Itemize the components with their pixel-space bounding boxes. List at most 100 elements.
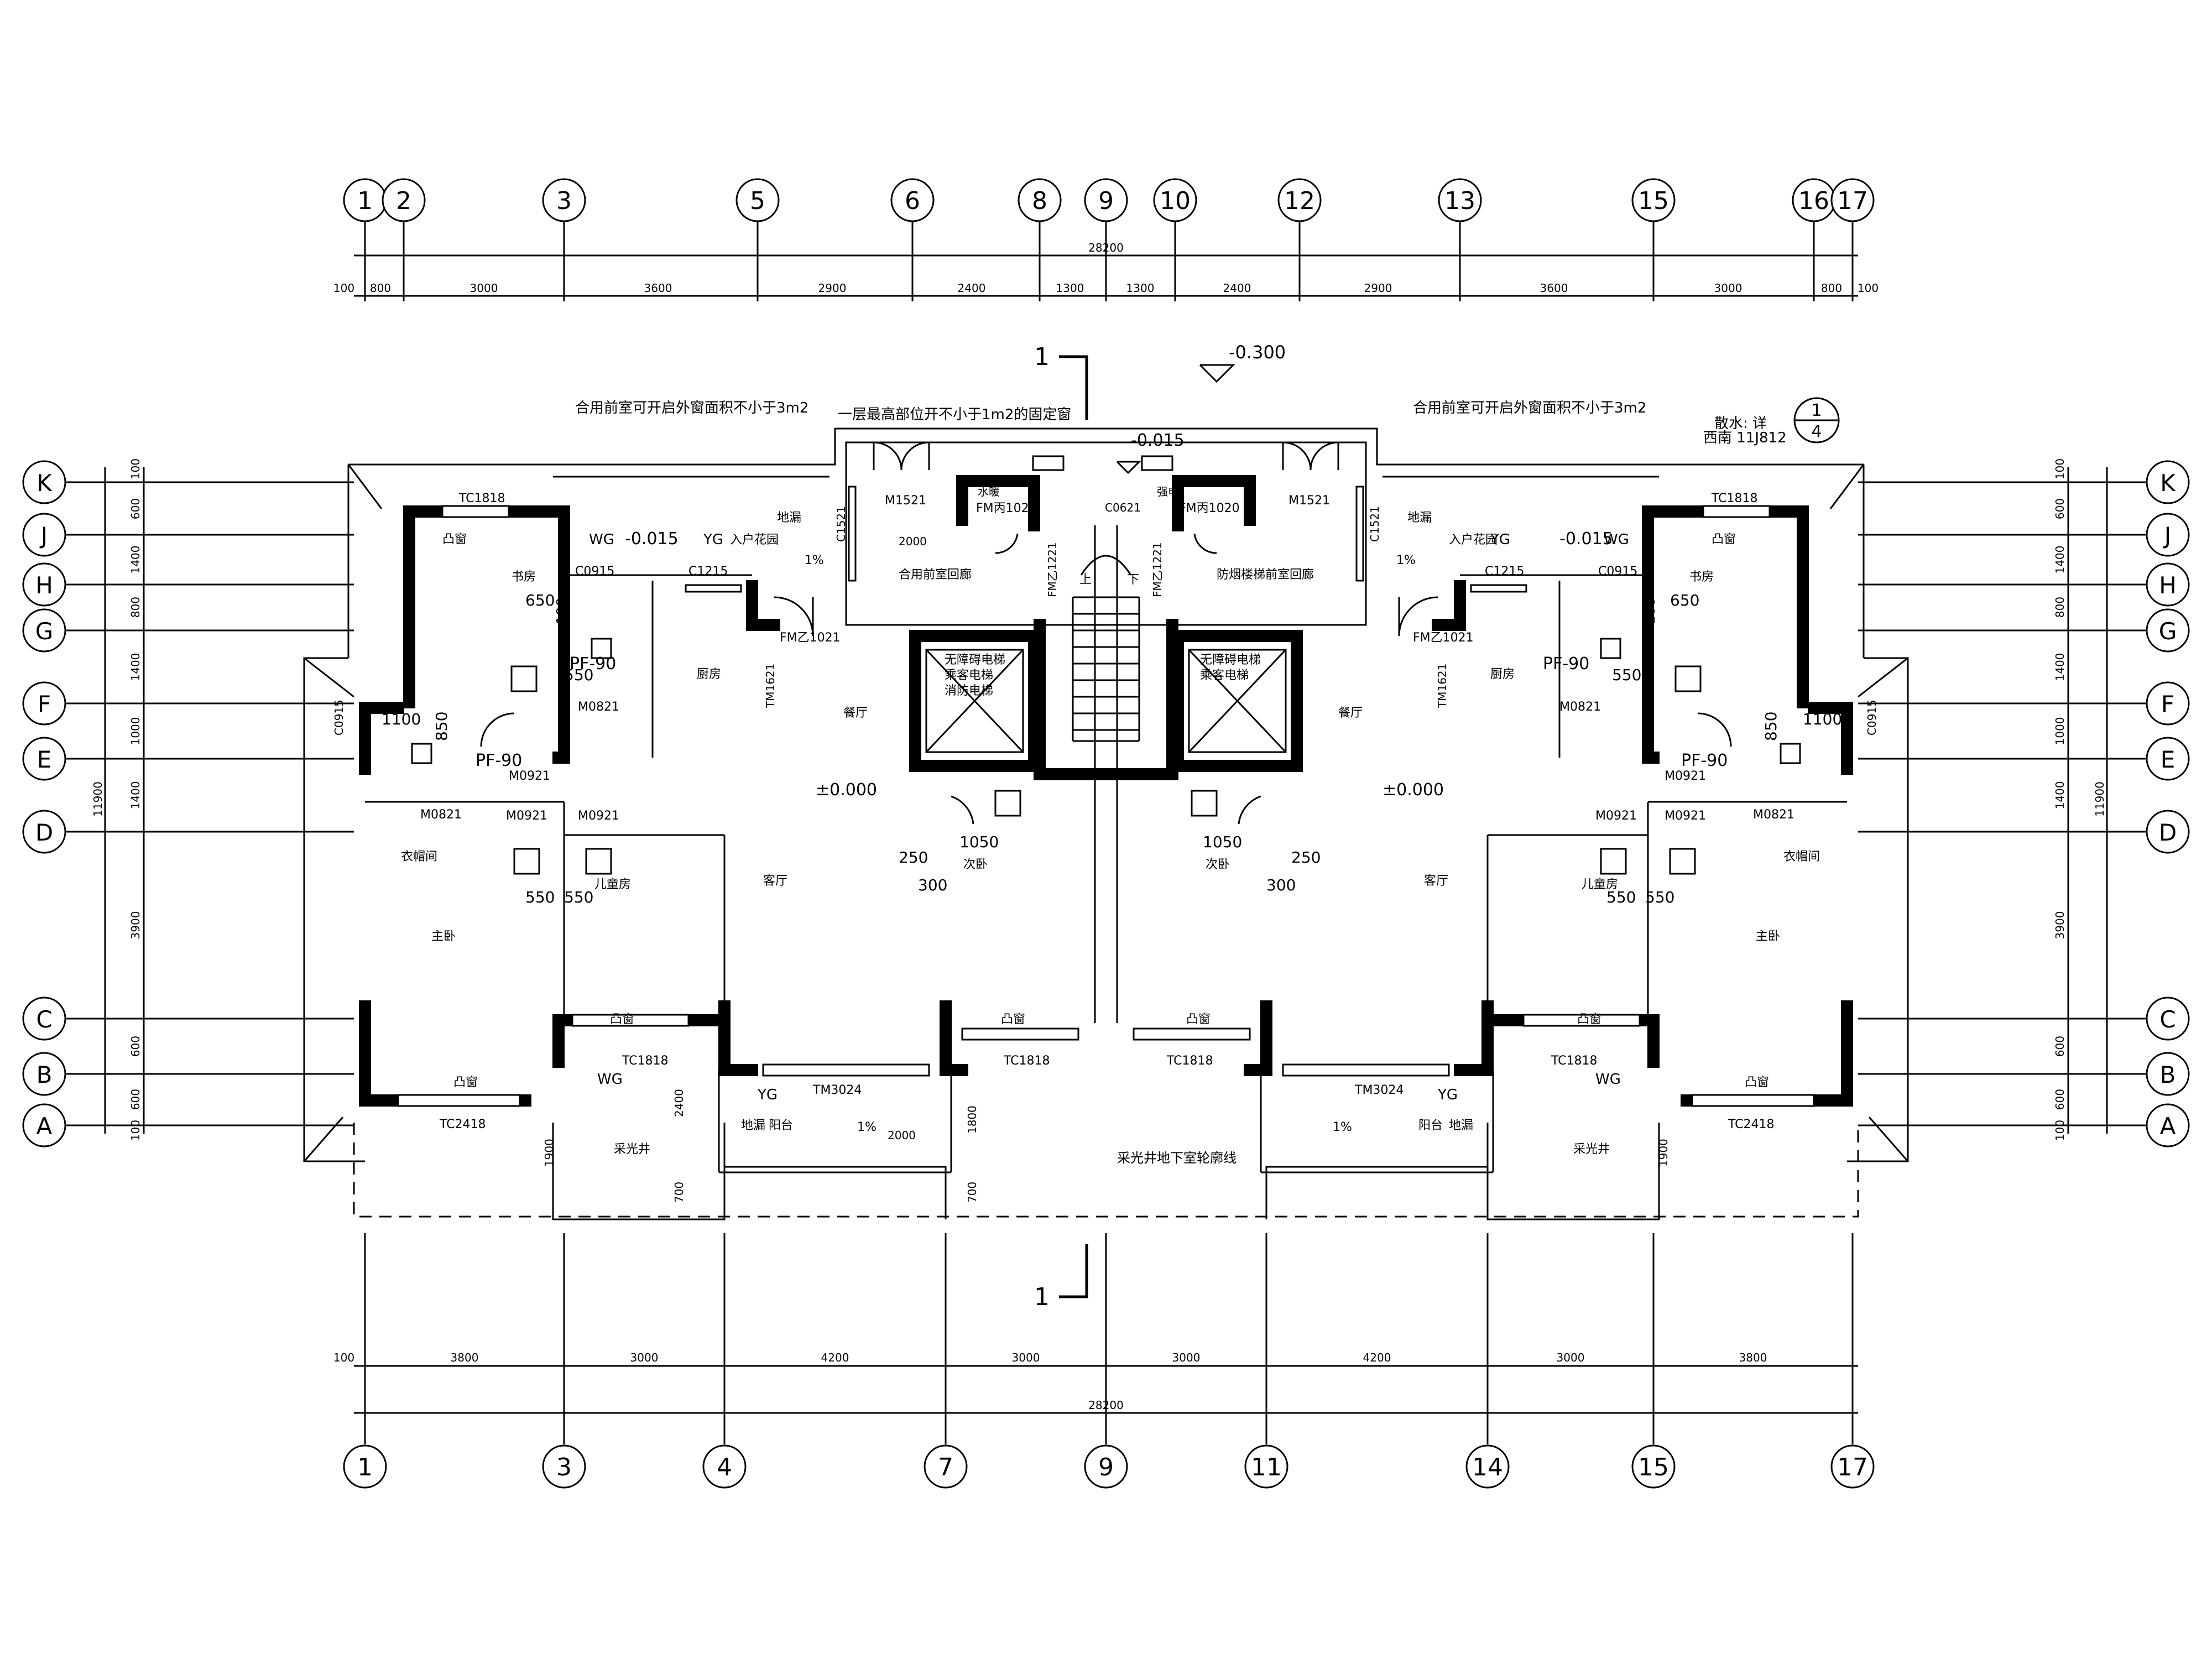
room-kitchen: 厨房 <box>697 667 721 681</box>
dim-value: 100 <box>129 1120 142 1141</box>
vent-box <box>411 743 432 764</box>
axis-bubble-left: K <box>22 460 66 504</box>
tag-m0821: M0821 <box>1753 808 1794 822</box>
axis-label: 5 <box>750 187 765 215</box>
bay-window-label: 凸窗 <box>1001 1013 1025 1026</box>
room-dining: 餐厅 <box>843 706 868 720</box>
left-axis-bubbles: K J H G F E D C B A <box>22 460 66 1147</box>
tag-wg: WG <box>589 531 614 548</box>
axis-label: 8 <box>1032 187 1047 215</box>
axis-label: 3 <box>556 187 572 215</box>
axis-label: G <box>35 618 54 645</box>
bay-window-label: 凸窗 <box>1712 533 1736 546</box>
dim-value: 3800 <box>1739 1351 1767 1364</box>
dim-value: 2900 <box>818 281 847 295</box>
elevator-label-right: 无障碍电梯 <box>1200 653 1261 667</box>
level-zero-right: ±0.000 <box>1383 780 1444 800</box>
dim-value: 100 <box>2053 1120 2067 1141</box>
ac-unit <box>1674 665 1702 692</box>
bay-window-label: 凸窗 <box>610 1013 634 1026</box>
axis-label: 2 <box>396 187 411 215</box>
axis-label: A <box>36 1113 53 1140</box>
axis-label: G <box>2159 618 2177 645</box>
note-outline: 采光井地下室轮廓线 <box>1117 1150 1237 1166</box>
axis-bubble-bottom: 3 <box>542 1444 586 1489</box>
level-stair: -0.015 <box>1131 431 1185 450</box>
dim-value: 1400 <box>2053 546 2067 574</box>
axis-bubble-right: B <box>2146 1052 2190 1096</box>
tag-tc1818: TC1818 <box>622 1054 669 1068</box>
note-ref-a: 散水: 详 <box>1714 415 1767 432</box>
tag-c0915-side: C0915 <box>332 700 346 735</box>
tag-m1521: M1521 <box>885 494 926 508</box>
room-drain: 地漏 <box>1407 511 1432 525</box>
room-power: 强电 <box>1157 485 1179 498</box>
axis-bubble-top: 3 <box>542 178 586 222</box>
ac-unit <box>1600 848 1627 875</box>
tag-m0821: M0821 <box>420 808 462 822</box>
axis-label: A <box>2160 1113 2176 1140</box>
tag-c1215: C1215 <box>1485 565 1524 578</box>
dim-value: 2400 <box>958 281 986 295</box>
tag-tc1818: TC1818 <box>458 492 505 505</box>
axis-bubble-right: H <box>2146 562 2190 607</box>
axis-label: E <box>2161 746 2176 773</box>
dim-value: 1400 <box>2053 781 2067 810</box>
room-garden: 入户花园 <box>730 533 779 547</box>
axis-label: 13 <box>1444 187 1475 215</box>
dim-value: 800 <box>370 281 391 295</box>
axis-bubble-right: F <box>2146 681 2190 726</box>
note-vent-left: 合用前室可开启外窗面积不小于3m2 <box>575 400 808 416</box>
dim-1100: 1100 <box>1803 710 1842 728</box>
axis-bubble-top: 16 <box>1792 178 1836 222</box>
tag-slope: 1% <box>857 1120 877 1134</box>
tag-m0821: M0821 <box>1559 700 1601 714</box>
ac-unit <box>994 790 1021 817</box>
dim-value: 100 <box>129 458 142 479</box>
axis-label: H <box>2159 572 2177 599</box>
axis-bubble-right: K <box>2146 460 2190 504</box>
dim-value: 3000 <box>630 1351 659 1364</box>
dim-550: 550 <box>1645 888 1674 906</box>
dim-550: 550 <box>564 888 593 906</box>
room-study: 书房 <box>1689 570 1714 584</box>
tag-yg: YG <box>1490 531 1510 548</box>
tag-m0921: M0921 <box>1665 809 1706 823</box>
tag-m0921: M0921 <box>509 769 550 783</box>
dim-300: 300 <box>918 876 947 894</box>
ac-unit <box>585 848 612 875</box>
bay-window-label: 凸窗 <box>1745 1076 1769 1089</box>
axis-label: 9 <box>1098 1453 1114 1481</box>
level-zero-left: ±0.000 <box>816 780 877 800</box>
room-master: 主卧 <box>1756 930 1780 943</box>
tag-c0621: C0621 <box>1105 501 1141 514</box>
dim-650: 650 <box>525 591 555 609</box>
axis-label: F <box>38 691 51 718</box>
dim-value: 600 <box>2053 498 2067 519</box>
dim-value: 4200 <box>821 1351 849 1364</box>
axis-bubble-top: 2 <box>382 178 426 222</box>
bay-window-label: 凸窗 <box>453 1076 478 1089</box>
right-dimensions: 11900 100 600 1400 800 1400 1000 1400 39… <box>1858 458 2146 1141</box>
eave-outline <box>303 427 1909 1162</box>
axis-label: 15 <box>1638 187 1669 215</box>
dim-2000: 2000 <box>888 1129 916 1142</box>
vent-box <box>591 638 612 659</box>
axis-bubble-right: G <box>2146 608 2190 653</box>
axis-bubble-left: J <box>22 513 66 557</box>
vent-shafts <box>411 455 1801 875</box>
axis-bubble-bottom: 14 <box>1465 1444 1510 1489</box>
dim-650: 650 <box>1670 591 1699 609</box>
axis-bubble-top: 5 <box>735 178 780 222</box>
tag-c1521: C1521 <box>834 506 848 542</box>
basement-outline <box>353 1123 1859 1220</box>
room-drain: 地漏 <box>777 511 801 525</box>
axis-label: J <box>2163 522 2171 549</box>
section-label-bottom: 1 <box>1034 1283 1050 1311</box>
notes: 合用前室可开启外窗面积不小于3m2 一层最高部位开不小于1m2的固定窗 合用前室… <box>575 397 1840 1166</box>
axis-bubble-top: 10 <box>1153 178 1197 222</box>
room-garden: 入户花园 <box>1449 533 1498 547</box>
dim-value: 800 <box>129 597 142 618</box>
walls-right-unit <box>1244 505 1853 1107</box>
stair-treads <box>1073 555 1139 731</box>
